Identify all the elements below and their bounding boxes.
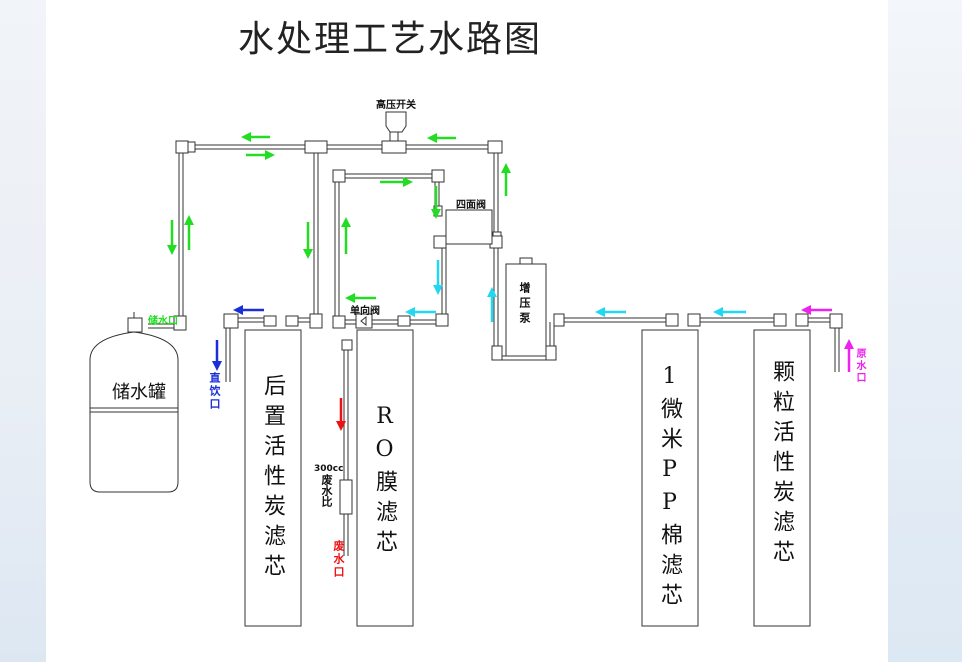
pipe-fourway-ro xyxy=(441,246,447,318)
pp-filter-housing xyxy=(641,329,699,627)
waste-ratio-value: 300cc xyxy=(314,464,344,474)
pipe-tank-inlet xyxy=(148,323,178,329)
pp-filter-label: 1微米PP棉滤芯 xyxy=(657,364,682,613)
pipe-raw-riser xyxy=(834,326,840,372)
pipe-raw-inlet xyxy=(806,317,834,323)
pipe-pump-riser xyxy=(493,246,499,352)
high-pressure-switch-body xyxy=(385,111,407,133)
pipe-pp-to-pump xyxy=(560,317,672,323)
four-way-valve-label: 四面阀 xyxy=(456,200,486,211)
booster-pump-label: 增压泵 xyxy=(518,282,531,327)
storage-port-label: 储水口 xyxy=(148,316,178,327)
booster-pump-body xyxy=(505,263,547,357)
storage-tank-label: 储水罐 xyxy=(112,382,166,403)
ro-filter-label: RO膜滤芯 xyxy=(372,404,397,560)
page-title: 水处理工艺水路图 xyxy=(238,19,543,60)
carbon-filter-label: 颗粒活性炭滤芯 xyxy=(769,360,794,570)
pipe-inner-left xyxy=(334,178,340,318)
pipe-direct-drink xyxy=(225,326,231,382)
four-way-valve-body xyxy=(445,209,493,245)
pipes xyxy=(148,144,840,556)
background-right-decoration xyxy=(882,0,962,662)
ro-filter-housing xyxy=(356,329,414,627)
pipe-pump-bottom xyxy=(500,355,548,361)
check-valve-label: 单向阀 xyxy=(350,306,380,317)
post-carbon-filter-housing xyxy=(244,329,302,627)
pipe-waste xyxy=(343,344,349,556)
pipe-post-carbon-riser xyxy=(313,150,319,318)
pipe-right-riser xyxy=(493,152,499,236)
pipe-top xyxy=(184,144,498,150)
pipe-inner-top xyxy=(340,173,440,179)
fittings xyxy=(173,131,843,515)
slide-canvas xyxy=(46,0,888,662)
direct-drink-port-label: 直饮口 xyxy=(208,372,221,411)
pipe-carbon-to-pp xyxy=(696,317,780,323)
post-carbon-filter-label: 后置活性炭滤芯 xyxy=(260,374,285,584)
carbon-filter-housing xyxy=(753,329,811,627)
pipe-tank-riser xyxy=(178,150,184,318)
raw-water-port-label: 原水口 xyxy=(854,348,865,384)
high-pressure-switch-label: 高压开关 xyxy=(376,100,416,111)
background-left-decoration xyxy=(0,0,50,662)
waste-water-port-label: 废水口 xyxy=(332,540,345,579)
check-valve-body xyxy=(355,313,373,329)
